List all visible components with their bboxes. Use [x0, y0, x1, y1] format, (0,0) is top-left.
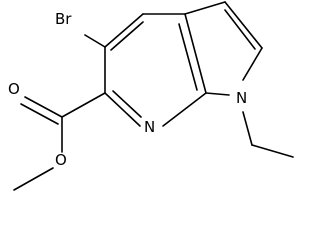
bond-n1-c7a — [205, 92, 230, 96]
atom-label-bromine: Br — [55, 10, 72, 28]
atom-label-pyridine-nitrogen: N — [144, 118, 155, 136]
bond-c7a-n7 — [162, 92, 207, 127]
atom-label-pyrrole-nitrogen: N — [236, 89, 247, 107]
bond-ester-o-methyl — [13, 167, 54, 191]
molecule-structure: Br O O N N — [8, 1, 294, 191]
bond-carbonyl-double-outer — [24, 96, 63, 118]
atom-labels: Br O O N N — [8, 10, 247, 169]
bond-c5-c4-inner — [110, 21, 144, 51]
bonds — [13, 1, 294, 191]
bond-n7-c6 — [104, 92, 141, 127]
bond-n7-c6-inner — [112, 90, 142, 118]
bond-c3a-c3 — [184, 1, 226, 15]
bond-c6-carbonyl-carbon — [61, 92, 106, 118]
bond-ethyl-ch2-ch3 — [251, 144, 294, 158]
atom-label-ester-oxygen: O — [55, 151, 67, 169]
bond-c5-c4 — [104, 13, 144, 48]
bond-c3-c2-inner — [224, 9, 256, 50]
bond-carbonyl-double-inner — [20, 103, 59, 125]
bond-c5-br — [84, 34, 106, 48]
bond-c2-n1 — [242, 47, 263, 81]
structure-canvas: Br O O N N — [8, 1, 294, 191]
atom-label-carbonyl-oxygen: O — [8, 80, 20, 98]
bond-n1-ethyl-ch2 — [242, 111, 253, 146]
bond-c3a-c7a — [184, 13, 207, 94]
bond-c3a-c7a-inner — [178, 23, 198, 91]
bond-c3-c2 — [224, 1, 263, 49]
